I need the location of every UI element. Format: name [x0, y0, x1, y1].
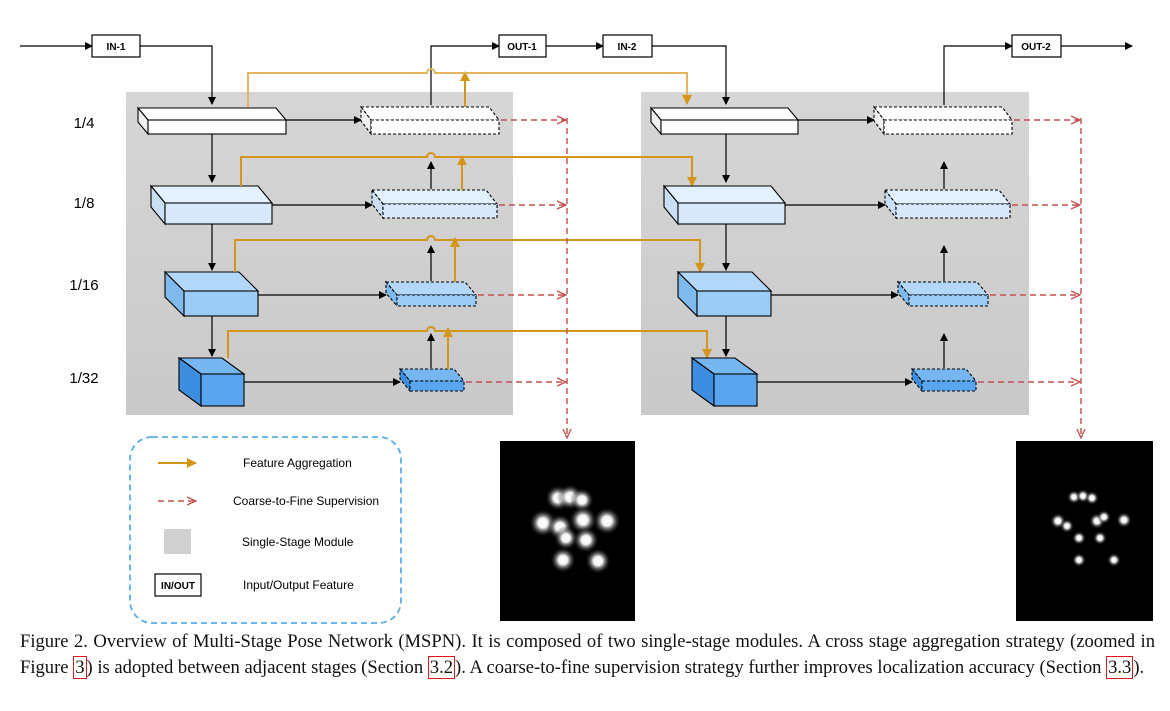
stage2-decoder-1-32 [910, 367, 978, 393]
io-box-out1: OUT-1 [498, 34, 547, 58]
stage1-encoder-1-32 [177, 356, 246, 408]
legend-aggregation-label: Feature Aggregation [243, 456, 352, 470]
stage2-decoder-1-4 [872, 105, 1014, 136]
heatmap-stage-1 [500, 441, 635, 621]
in1-connector [140, 45, 216, 105]
scale-label-1-32: 1/32 [69, 370, 98, 387]
caption-text: ). A coarse-to-fine supervision strategy… [455, 657, 1107, 678]
out1-connector [430, 42, 500, 105]
cross-stage-aggregation-1-32 [227, 326, 712, 359]
stage1-encoder-1-4 [136, 106, 288, 136]
legend-supervision-label: Coarse-to-Fine Supervision [233, 494, 379, 508]
legend-io-feature-label: Input/Output Feature [243, 578, 354, 592]
stage1-decoder-1-32 [398, 367, 466, 393]
figure-3-link[interactable]: 3 [73, 656, 87, 679]
stage2-encoder-1-32 [690, 356, 759, 408]
svg-text:OUT-1: OUT-1 [507, 42, 537, 53]
stage2-decoder-1-16 [896, 280, 990, 308]
cross-stage-aggregation-1-4 [247, 68, 692, 107]
cross-stage-aggregation-1-8 [240, 152, 697, 187]
svg-text:OUT-2: OUT-2 [1021, 42, 1051, 53]
in2-connector [652, 45, 730, 105]
stage1-decoder-1-4 [359, 105, 501, 136]
out2-connector [943, 42, 1013, 105]
stage2-supervision [978, 118, 1081, 438]
stage2-encoder-1-8 [662, 184, 787, 226]
stage1-supervision [466, 118, 567, 438]
caption-text: ). [1133, 657, 1145, 678]
figure-caption: Figure 2. Overview of Multi-Stage Pose N… [20, 629, 1155, 681]
stage1-decoder-1-16 [384, 280, 478, 308]
scale-label-1-4: 1/4 [74, 115, 95, 132]
legend-single-stage-swatch [164, 529, 191, 554]
mspn-figure: 1/4 1/8 1/16 1/32 IN-1 OUT-1 IN-2 OUT-2 [20, 34, 1153, 624]
caption-text: Figure 2. Overview of Multi-Stage Pose N… [20, 631, 1155, 678]
legend-io-box-label: IN/OUT [161, 581, 195, 592]
cross-stage-aggregation-1-16 [234, 235, 705, 273]
io-box-in1: IN-1 [91, 34, 141, 58]
caption-text: ) is adopted between adjacent stages (Se… [86, 657, 428, 678]
scale-label-1-8: 1/8 [74, 195, 95, 212]
section-3-2-link[interactable]: 3.2 [427, 656, 456, 679]
svg-text:IN-2: IN-2 [618, 42, 637, 53]
stage2-encoder-1-4 [649, 106, 800, 136]
svg-text:IN-1: IN-1 [107, 42, 126, 53]
stage2-encoder-1-16 [676, 270, 773, 318]
stage1-decoder-1-8 [370, 188, 499, 220]
legend-io-box [154, 573, 202, 597]
heatmap-stage-2 [1016, 441, 1153, 621]
section-3-3-link[interactable]: 3.3 [1106, 656, 1134, 679]
io-box-in2: IN-2 [602, 34, 653, 58]
legend-single-stage-label: Single-Stage Module [242, 535, 354, 549]
scale-label-1-16: 1/16 [69, 277, 98, 294]
io-box-out2: OUT-2 [1011, 34, 1062, 58]
stage2-decoder-1-8 [883, 188, 1012, 220]
legend: Feature Aggregation Coarse-to-Fine Super… [129, 436, 402, 624]
stage1-encoder-1-16 [163, 270, 260, 318]
stage1-encoder-1-8 [149, 184, 274, 226]
